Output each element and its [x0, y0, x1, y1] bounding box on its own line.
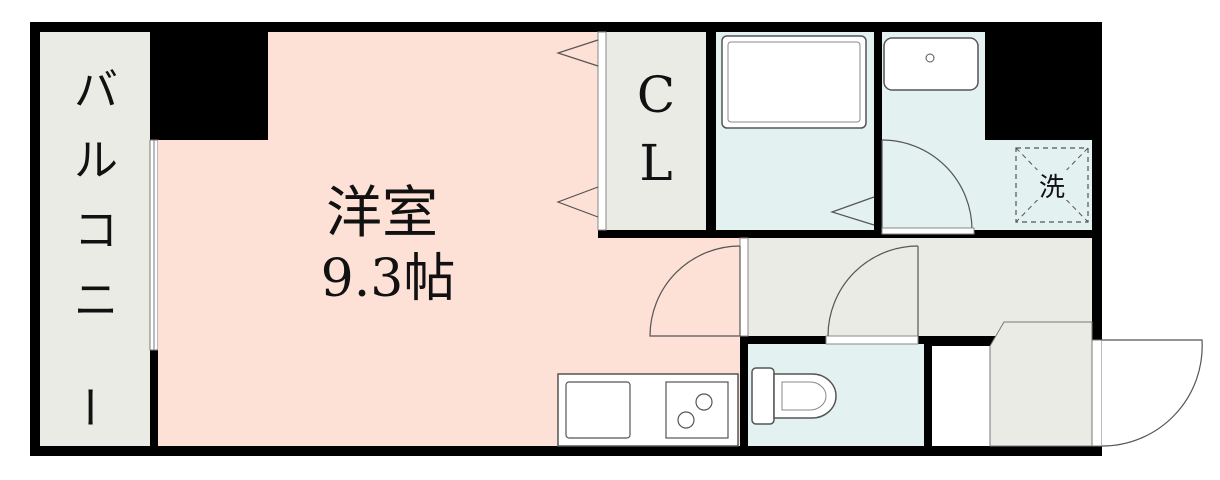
western-room — [158, 32, 740, 446]
closet-label-top: C — [637, 66, 675, 124]
shoe-cabinet — [989, 321, 1093, 447]
stove — [665, 381, 729, 439]
closet-door-track — [597, 31, 607, 231]
room-door-swing — [649, 245, 741, 337]
washroom-door-swing — [881, 139, 973, 231]
toilet — [751, 367, 837, 425]
balcony — [40, 32, 150, 446]
closet — [606, 32, 706, 230]
wash-basin — [883, 37, 979, 91]
balcony-label-char: バ — [74, 65, 118, 116]
balcony-label: バルコニー — [63, 65, 118, 429]
kitchen-sink — [565, 381, 631, 439]
balcony-label-text: バルコニー — [63, 65, 118, 429]
burner-icon — [695, 393, 713, 411]
washer-space — [1015, 147, 1089, 223]
front-door-swing — [1101, 339, 1203, 447]
kitchen-counter — [557, 373, 739, 447]
hallway — [748, 238, 1092, 336]
balcony-label-char: ー — [63, 385, 114, 429]
room-name: 洋室 — [326, 181, 438, 246]
closet-label-bottom: L — [639, 134, 672, 192]
washer-label: 洗 — [1039, 173, 1065, 203]
balcony-label-char: ニ — [74, 275, 118, 326]
balcony-label-char: コ — [74, 205, 118, 256]
bathroom-door-swing — [830, 196, 875, 226]
entrance — [932, 346, 990, 446]
closet-door-swing-bottom — [556, 186, 599, 218]
balcony-label-char: ル — [74, 135, 118, 186]
toilet-door-swing — [827, 245, 919, 337]
closet-door-swing-top — [556, 39, 599, 67]
bathtub — [721, 35, 867, 129]
room-size: 9.3帖 — [321, 249, 456, 309]
